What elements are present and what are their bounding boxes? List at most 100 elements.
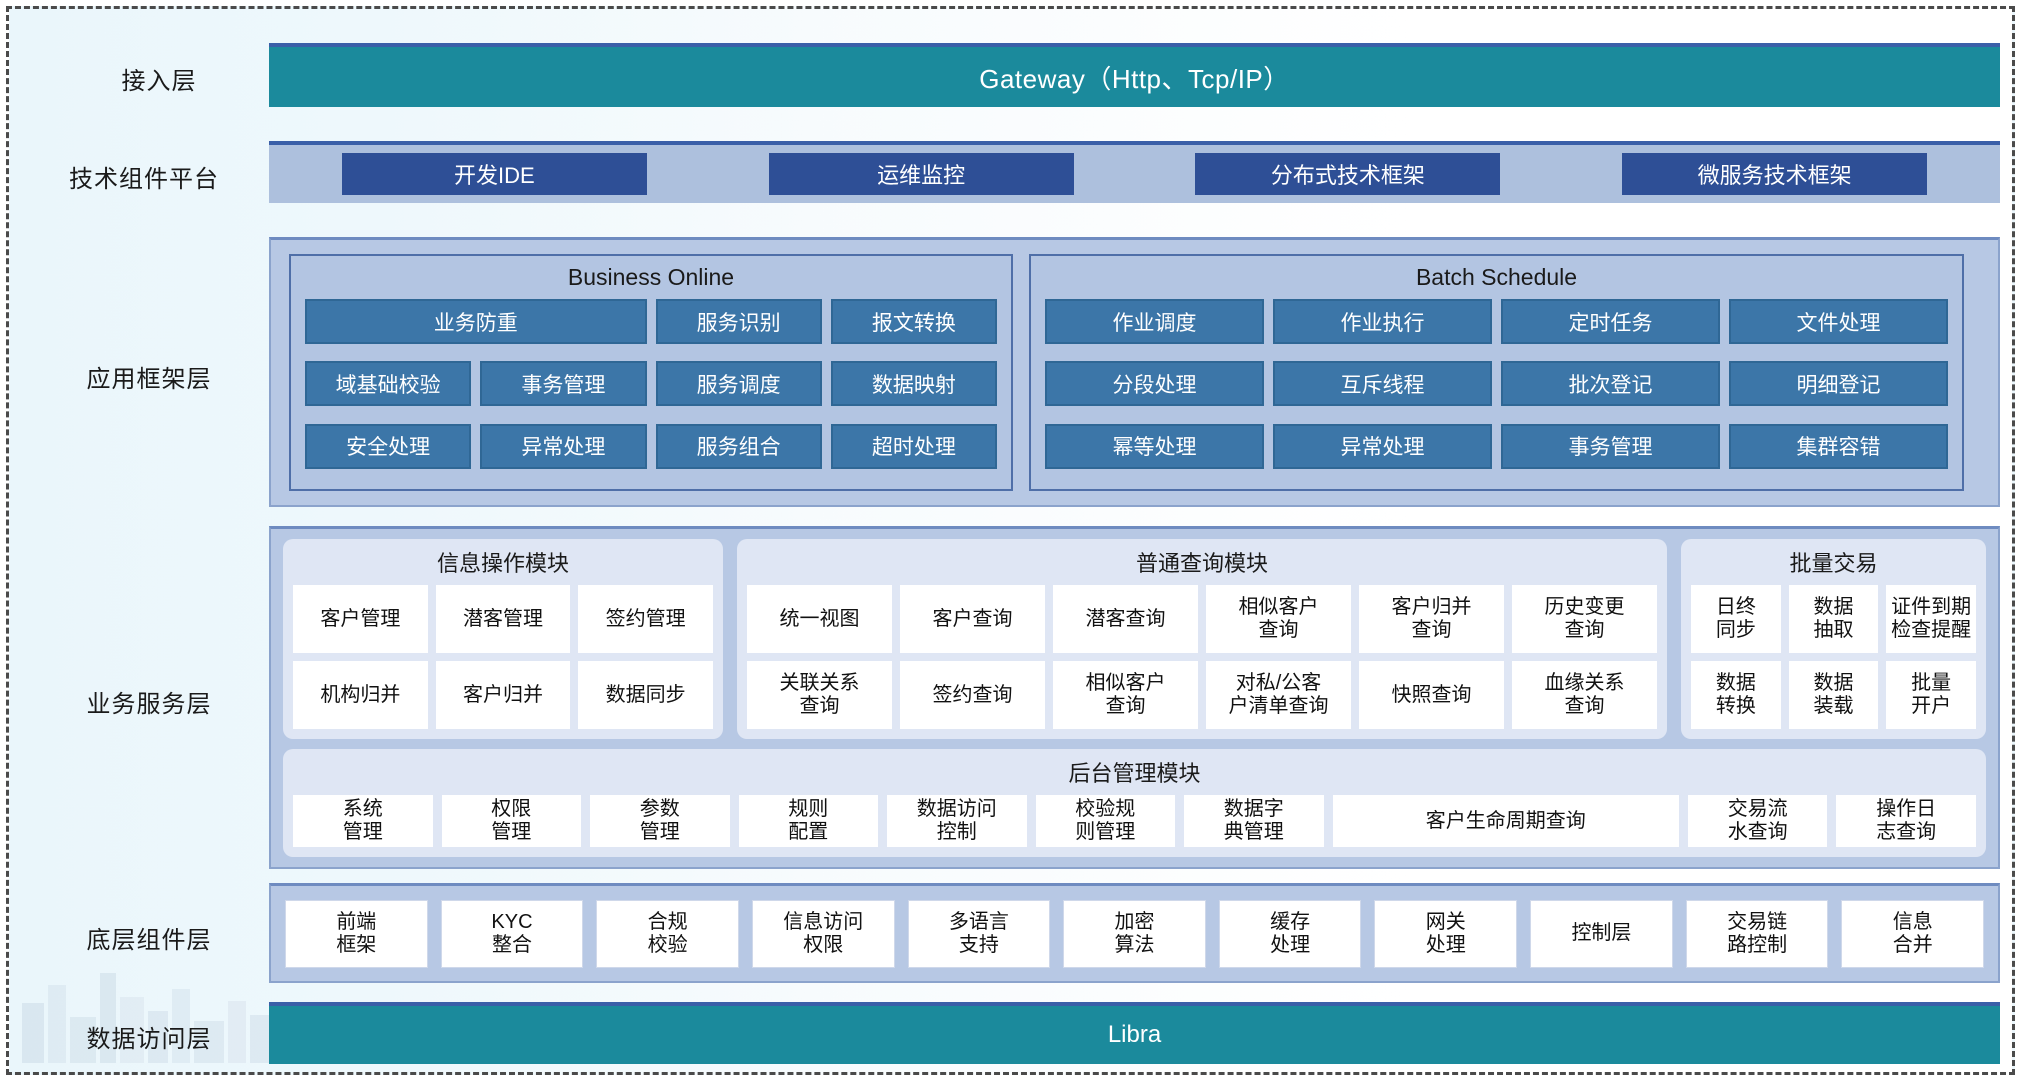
admin-chip-rule-config[interactable]: 规则配置	[738, 795, 878, 847]
fw-chip-batch-exception-handling[interactable]: 异常处理	[1273, 423, 1492, 469]
biz-card-batch-transaction: 批量交易 日终同步 数据抽取 证件到期检查提醒 数据转换 数据装载 批量开户	[1681, 539, 1986, 739]
biz-card-info-operations: 信息操作模块 客户管理 潜客管理 签约管理 机构归并 客户归并 数据同步	[283, 539, 723, 739]
admin-chip-customer-lifecycle-query[interactable]: 客户生命周期查询	[1332, 795, 1679, 847]
comp-chip-control-layer[interactable]: 控制层	[1530, 899, 1673, 968]
admin-module-row: 系统管理 权限管理 参数管理 规则配置 数据访问控制 校验规则管理 数据字典管理…	[293, 795, 1976, 847]
card-title-general-query: 普通查询模块	[1135, 551, 1268, 576]
gateway-band: Gateway（Http、Tcp/IP）	[269, 43, 2000, 107]
fw-chip-service-scheduling[interactable]: 服务调度	[655, 361, 822, 407]
fw-chip-cluster-fault-tolerance[interactable]: 集群容错	[1729, 423, 1948, 469]
biz-chip-similar-customer-query-1[interactable]: 相似客户查询	[1206, 585, 1351, 653]
tech-chip-ops-monitor[interactable]: 运维监控	[768, 153, 1074, 195]
fw-chip-detail-register[interactable]: 明细登记	[1729, 361, 1948, 407]
fw-chip-security-handling[interactable]: 安全处理	[305, 423, 472, 469]
fw-chip-service-composition[interactable]: 服务组合	[655, 423, 822, 469]
comp-chip-transaction-chain-control[interactable]: 交易链路控制	[1685, 899, 1829, 968]
admin-chip-permission-mgmt[interactable]: 权限管理	[441, 795, 581, 847]
fw-chip-message-transform[interactable]: 报文转换	[830, 299, 997, 344]
biz-chip-snapshot-query[interactable]: 快照查询	[1359, 661, 1504, 729]
admin-chip-parameter-mgmt[interactable]: 参数管理	[590, 795, 730, 847]
biz-chip-data-extract[interactable]: 数据抽取	[1788, 585, 1879, 653]
biz-card-admin-module: 后台管理模块 系统管理 权限管理 参数管理 规则配置 数据访问控制 校验规则管理…	[283, 749, 1986, 857]
card-title-admin-module: 后台管理模块	[1068, 761, 1201, 786]
biz-chip-private-public-customer-list-query[interactable]: 对私/公客户清单查询	[1206, 661, 1351, 729]
comp-chip-compliance-check[interactable]: 合规校验	[596, 899, 739, 968]
fw-chip-job-execution[interactable]: 作业执行	[1273, 299, 1492, 344]
biz-chip-certificate-expiry-reminder[interactable]: 证件到期检查提醒	[1886, 585, 1976, 653]
admin-chip-data-access-control[interactable]: 数据访问控制	[887, 795, 1027, 847]
fw-chip-data-mapping[interactable]: 数据映射	[830, 361, 997, 407]
group-title-business-online: Business Online	[567, 264, 735, 290]
tech-chip-distributed-framework[interactable]: 分布式技术框架	[1195, 153, 1501, 195]
biz-chip-customer-query[interactable]: 客户查询	[900, 585, 1045, 653]
biz-chip-data-load[interactable]: 数据装载	[1788, 661, 1879, 729]
biz-chip-data-sync[interactable]: 数据同步	[578, 661, 713, 729]
biz-chip-lineage-query[interactable]: 血缘关系查询	[1512, 661, 1657, 729]
biz-chip-similar-customer-query-2[interactable]: 相似客户查询	[1053, 661, 1198, 729]
fw-chip-file-processing[interactable]: 文件处理	[1729, 299, 1948, 344]
app-framework-band: Business Online 业务防重 服务识别 报文转换 域基础校验 事务管…	[269, 237, 2000, 507]
biz-chip-contract-mgmt[interactable]: 签约管理	[578, 585, 713, 653]
biz-chip-contract-query[interactable]: 签约查询	[900, 661, 1045, 729]
card-title-batch-transaction: 批量交易	[1789, 551, 1878, 576]
framework-grid-batch-schedule: 作业调度 作业执行 定时任务 文件处理 分段处理 互斥线程 批次登记 明细登记 …	[1045, 299, 1948, 477]
layer-label-app-framework: 应用框架层	[86, 366, 212, 393]
comp-chip-multilanguage-support[interactable]: 多语言支持	[907, 899, 1051, 968]
fw-chip-timeout-handling[interactable]: 超时处理	[830, 423, 997, 469]
biz-chip-data-transform[interactable]: 数据转换	[1691, 661, 1781, 729]
biz-chip-customer-merge-query[interactable]: 客户归并查询	[1359, 585, 1504, 653]
comp-chip-info-access-permission[interactable]: 信息访问权限	[751, 899, 895, 968]
biz-chip-unified-view[interactable]: 统一视图	[747, 585, 892, 653]
layer-label-tech-platform: 技术组件平台	[69, 166, 219, 193]
fw-chip-segment-processing[interactable]: 分段处理	[1045, 361, 1264, 407]
admin-chip-system-mgmt[interactable]: 系统管理	[293, 795, 433, 847]
fw-chip-service-identify[interactable]: 服务识别	[655, 299, 822, 344]
layer-label-business-service: 业务服务层	[86, 691, 212, 718]
biz-chip-prospect-query[interactable]: 潜客查询	[1053, 585, 1198, 653]
diagram-frame: 接入层 技术组件平台 应用框架层 业务服务层 底层组件层 数据访问层 Gatew…	[6, 6, 2015, 1075]
tech-platform-band: 开发IDE 运维监控 分布式技术框架 微服务技术框架	[269, 141, 2000, 203]
biz-chip-customer-mgmt[interactable]: 客户管理	[293, 585, 428, 653]
admin-chip-data-dictionary-mgmt[interactable]: 数据字典管理	[1184, 795, 1324, 847]
fw-chip-idempotent-handling[interactable]: 幂等处理	[1045, 423, 1264, 469]
fw-chip-batch-register[interactable]: 批次登记	[1501, 361, 1720, 407]
biz-chip-history-change-query[interactable]: 历史变更查询	[1512, 585, 1657, 653]
business-service-band: 信息操作模块 客户管理 潜客管理 签约管理 机构归并 客户归并 数据同步 普通查…	[269, 526, 2000, 869]
layer-label-base-components: 底层组件层	[86, 927, 212, 954]
framework-grid-business-online: 业务防重 服务识别 报文转换 域基础校验 事务管理 服务调度 数据映射 安全处理…	[305, 299, 997, 477]
admin-chip-operation-log-query[interactable]: 操作日志查询	[1836, 795, 1976, 847]
biz-chip-relationship-query[interactable]: 关联关系查询	[747, 661, 892, 729]
biz-chip-customer-merge[interactable]: 客户归并	[435, 661, 571, 729]
framework-group-business-online: Business Online 业务防重 服务识别 报文转换 域基础校验 事务管…	[289, 254, 1013, 491]
comp-chip-frontend-framework[interactable]: 前端框架	[285, 899, 428, 968]
biz-chip-org-merge[interactable]: 机构归并	[293, 661, 428, 729]
business-service-top-row: 信息操作模块 客户管理 潜客管理 签约管理 机构归并 客户归并 数据同步 普通查…	[283, 539, 1986, 739]
fw-chip-timed-task[interactable]: 定时任务	[1501, 299, 1720, 344]
comp-chip-cache-handling[interactable]: 缓存处理	[1218, 899, 1362, 968]
comp-chip-gateway-handling[interactable]: 网关处理	[1374, 899, 1518, 968]
biz-grid-info-operations: 客户管理 潜客管理 签约管理 机构归并 客户归并 数据同步	[293, 585, 713, 729]
fw-chip-batch-transaction-mgmt[interactable]: 事务管理	[1501, 423, 1720, 469]
fw-chip-job-scheduling[interactable]: 作业调度	[1045, 299, 1264, 344]
comp-chip-encryption-algorithm[interactable]: 加密算法	[1063, 899, 1206, 968]
admin-chip-validation-rule-mgmt[interactable]: 校验规则管理	[1035, 795, 1175, 847]
tech-chip-dev-ide[interactable]: 开发IDE	[341, 153, 647, 195]
fw-chip-mutex-thread[interactable]: 互斥线程	[1273, 361, 1492, 407]
biz-grid-batch-transaction: 日终同步 数据抽取 证件到期检查提醒 数据转换 数据装载 批量开户	[1691, 585, 1976, 729]
biz-chip-batch-account-open[interactable]: 批量开户	[1886, 661, 1976, 729]
admin-chip-transaction-flow-query[interactable]: 交易流水查询	[1687, 795, 1828, 847]
tech-chip-microservice-framework[interactable]: 微服务技术框架	[1622, 153, 1928, 195]
data-access-band: Libra	[269, 1002, 2000, 1064]
biz-chip-prospect-mgmt[interactable]: 潜客管理	[435, 585, 571, 653]
fw-chip-exception-handling[interactable]: 异常处理	[480, 423, 647, 469]
comp-chip-info-merge[interactable]: 信息合并	[1841, 899, 1985, 968]
group-title-batch-schedule: Batch Schedule	[1415, 264, 1578, 290]
fw-chip-domain-validation[interactable]: 域基础校验	[305, 361, 472, 407]
card-title-info-operations: 信息操作模块	[436, 551, 569, 576]
biz-grid-general-query: 统一视图 客户查询 潜客查询 相似客户查询 客户归并查询 历史变更查询 关联关系…	[747, 585, 1657, 729]
fw-chip-transaction-mgmt[interactable]: 事务管理	[480, 361, 647, 407]
fw-chip-business-dedup[interactable]: 业务防重	[305, 299, 647, 344]
biz-chip-eod-sync[interactable]: 日终同步	[1691, 585, 1781, 653]
